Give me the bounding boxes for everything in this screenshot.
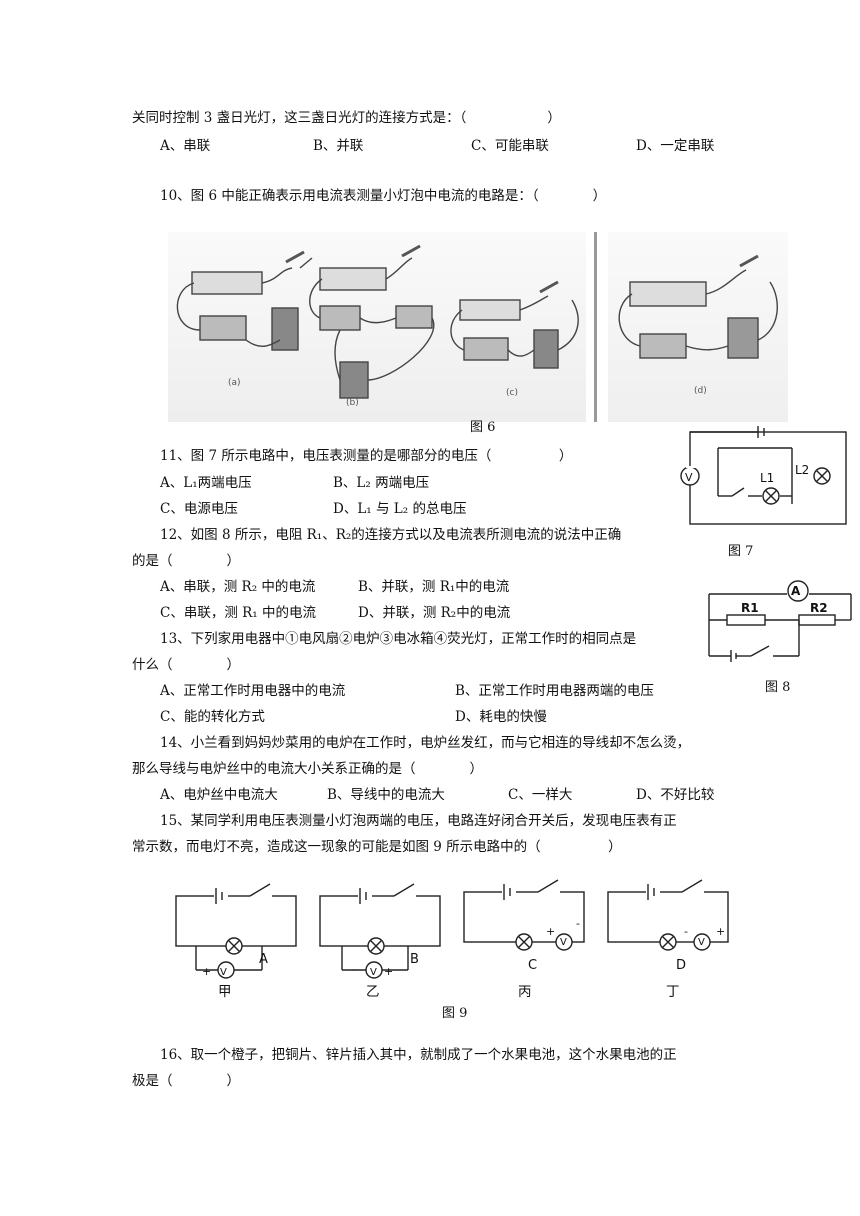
figure-7-circuit	[680, 426, 847, 525]
q16-stem: 16、取一个橙子，把铜片、锌片插入其中，就制成了一个水果电池，这个水果电池的正	[160, 1047, 677, 1063]
figure-9-name-yi: 乙	[366, 984, 380, 1000]
figure-9-circuit-d	[607, 879, 729, 951]
q9-option-b[interactable]: B、并联	[313, 138, 364, 154]
figure-7-caption: 图 7	[728, 544, 754, 559]
figure-9-circuit-a	[175, 883, 297, 979]
figure-7-voltmeter-label: V	[685, 471, 693, 484]
figure-8-r2-label: R2	[810, 601, 828, 615]
q14-option-d[interactable]: D、不好比较	[636, 787, 715, 803]
figure-9-d-minus: -	[684, 925, 688, 938]
q14-stem: 14、小兰看到妈妈炒菜用的电炉在工作时，电炉丝发红，而与它相连的导线却不怎么烫，	[160, 735, 691, 751]
figure-9-c-letter: C	[528, 958, 538, 973]
figure-9-name-jia: 甲	[218, 984, 232, 1000]
q13-option-c[interactable]: C、能的转化方式	[160, 709, 265, 725]
figure-9-a-letter: A	[259, 952, 268, 967]
figure-9-b-plus: +	[384, 965, 394, 978]
figure-8-circuit	[708, 580, 852, 662]
figure-9-a-voltmeter: V	[220, 967, 227, 978]
figure-6-label-a: (a)	[228, 378, 241, 388]
figure-9-c-minus: -	[576, 917, 580, 930]
q9-option-a[interactable]: A、串联	[160, 138, 211, 154]
figure-6-caption: 图 6	[470, 420, 496, 435]
q11-option-c[interactable]: C、电源电压	[160, 501, 238, 517]
figure-9-name-ding: 丁	[666, 984, 680, 1000]
figure-9-b-voltmeter: V	[370, 967, 377, 978]
figure-9-d-letter: D	[676, 958, 687, 973]
q12-stem: 12、如图 8 所示，电阻 R₁、R₂的连接方式以及电流表所测电流的说法中正确	[160, 527, 622, 543]
figure-9-name-bing: 丙	[518, 984, 532, 1000]
figure-9-d-plus: +	[716, 925, 726, 938]
q16-stem-cont: 极是（ ）	[132, 1073, 240, 1089]
q9-stem: 关同时控制 3 盏日光灯，这三盏日光灯的连接方式是：（ ）	[132, 110, 561, 126]
figure-6-label-b: (b)	[346, 398, 359, 408]
q14-option-b[interactable]: B、导线中的电流大	[327, 787, 445, 803]
q11-stem: 11、图 7 所示电路中，电压表测量的是哪部分的电压（ ）	[160, 448, 573, 464]
q12-option-a[interactable]: A、串联，测 R₂ 中的电流	[160, 579, 316, 595]
q12-option-b[interactable]: B、并联，测 R₁中的电流	[358, 579, 510, 595]
q9-option-d[interactable]: D、一定串联	[636, 138, 715, 154]
q11-option-a[interactable]: A、L₁两端电压	[160, 475, 252, 491]
q14-option-c[interactable]: C、一样大	[508, 787, 573, 803]
figure-7-l1-label: L1	[760, 471, 775, 485]
q15-stem-cont: 常示数，而电灯不亮，造成这一现象的可能是如图 9 所示电路中的（ ）	[132, 839, 622, 855]
q14-option-a[interactable]: A、电炉丝中电流大	[160, 787, 278, 803]
figure-8-ammeter-label: A	[791, 584, 801, 598]
figure-7-l2-label: L2	[795, 463, 810, 477]
q12-stem-cont: 的是（ ）	[132, 553, 240, 569]
figure-9-b-letter: B	[410, 952, 419, 967]
q10-stem: 10、图 6 中能正确表示用电流表测量小灯泡中电流的电路是：（ ）	[160, 188, 607, 204]
q9-option-c[interactable]: C、可能串联	[471, 138, 549, 154]
q14-stem-cont: 那么导线与电炉丝中的电流大小关系正确的是（ ）	[132, 761, 483, 777]
figure-8-r1-label: R1	[741, 601, 759, 615]
figure-6-photo-abc	[168, 232, 586, 422]
q12-option-d[interactable]: D、并联，测 R₂中的电流	[358, 605, 511, 621]
figure-6-label-c: (c)	[506, 388, 518, 398]
figure-9-d-voltmeter: V	[698, 937, 705, 948]
q13-option-b[interactable]: B、正常工作时用电器两端的电压	[455, 683, 654, 699]
q11-option-b[interactable]: B、L₂ 两端电压	[333, 475, 430, 491]
figure-9-a-plus: +	[202, 965, 212, 978]
q13-stem: 13、下列家用电器中①电风扇②电炉③电冰箱④荧光灯，正常工作时的相同点是	[160, 631, 637, 647]
figure-9-circuits	[175, 879, 729, 979]
figure-9-caption: 图 9	[442, 1006, 468, 1021]
q12-option-c[interactable]: C、串联，测 R₁ 中的电流	[160, 605, 316, 621]
figure-9-circuit-b	[319, 883, 441, 979]
figure-6-divider	[594, 232, 597, 422]
figure-6-label-d: (d)	[694, 386, 707, 396]
figure-9-c-plus: +	[546, 925, 556, 938]
figure-9-b-minus: -	[352, 963, 356, 976]
q13-option-d[interactable]: D、耗电的快慢	[455, 709, 547, 725]
q13-option-a[interactable]: A、正常工作时用电器中的电流	[160, 683, 346, 699]
figure-8-caption: 图 8	[765, 680, 791, 695]
figure-9-circuit-c	[463, 879, 585, 951]
q13-stem-cont: 什么（ ）	[132, 657, 240, 673]
figure-9-c-voltmeter: V	[560, 937, 567, 948]
q15-stem: 15、某同学利用电压表测量小灯泡两端的电压，电路连好闭合开关后，发现电压表有正	[160, 813, 677, 829]
q11-option-d[interactable]: D、L₁ 与 L₂ 的总电压	[333, 501, 467, 517]
